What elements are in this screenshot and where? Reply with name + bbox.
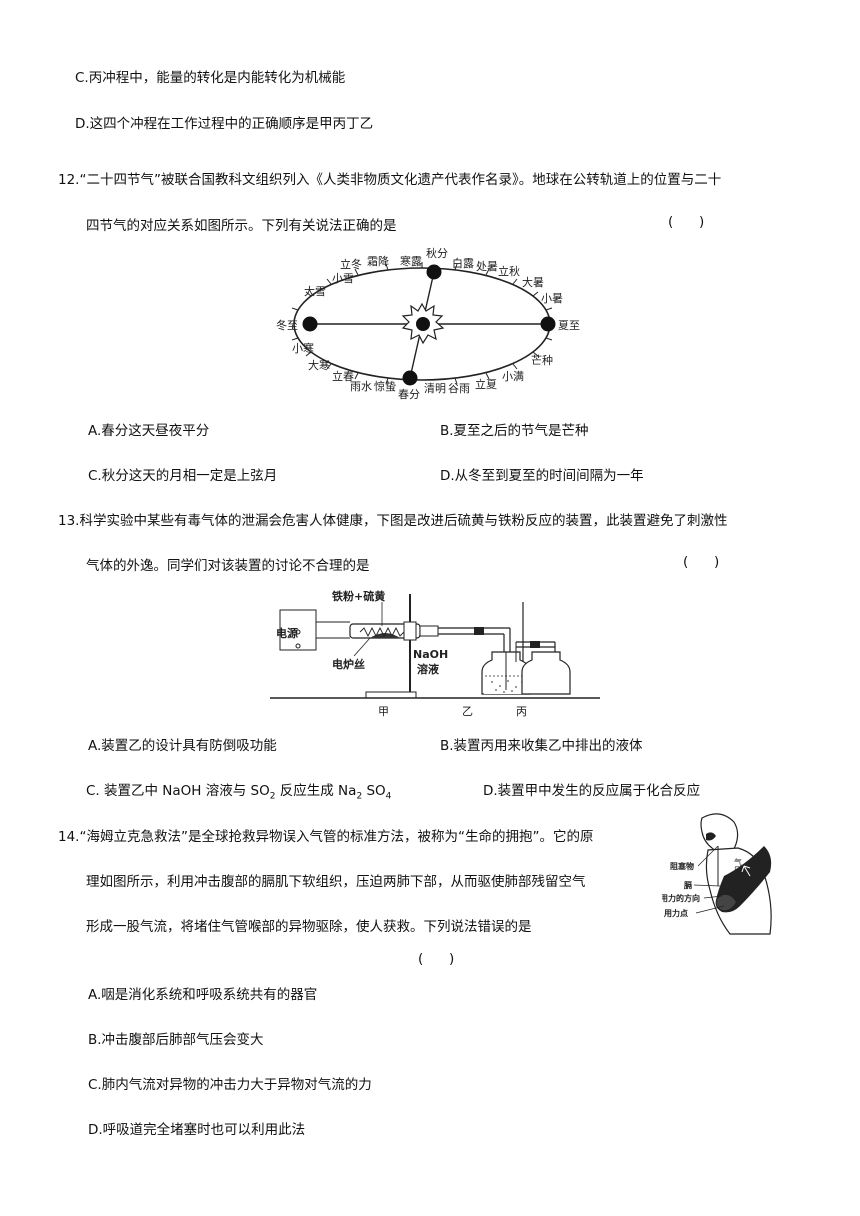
pressure-arrow-icon xyxy=(741,865,751,877)
term-label: 立夏 xyxy=(475,377,497,391)
force-direction-label: 用力的方向 xyxy=(662,893,700,903)
iron-stand-base xyxy=(365,691,417,699)
q11-option-c: C.丙冲程中，能量的转化是内能转化为机械能 xyxy=(75,70,346,86)
term-label: 雨水 xyxy=(350,380,372,393)
term-label: 小雪 xyxy=(332,272,354,285)
blocker-label: 阻塞物 xyxy=(670,861,694,871)
term-label: 清明 xyxy=(424,382,446,395)
term-label: 谷雨 xyxy=(448,382,470,395)
term-label: 白露 xyxy=(452,256,474,270)
term-label: 大雪 xyxy=(304,284,326,298)
label-yi: 乙 xyxy=(462,705,473,718)
q12-stem-line1: 12.“二十四节气”被联合国教科文组织列入《人类非物质文化遗产代表作名录》。地球… xyxy=(58,172,722,188)
q13-answer-blank: ( ) xyxy=(683,554,720,570)
q14-stem-line2: 理如图所示，利用冲击腹部的膈肌下软组织，压迫两肺下部，从而驱使肺部残留空气 xyxy=(86,874,586,890)
pressure-label: 气压 xyxy=(734,857,743,875)
power-circuit-frame xyxy=(279,609,317,651)
term-label: 立冬 xyxy=(340,257,362,271)
q12-option-a: A.春分这天昼夜平分 xyxy=(88,423,210,439)
term-label: 小暑 xyxy=(541,292,563,305)
q12-answer-blank: ( ) xyxy=(668,214,705,230)
q12-option-d: D.从冬至到夏至的时间间隔为一年 xyxy=(440,468,644,484)
q13-apparatus-figure: 电源 铁粉+硫黄 电炉丝 NaOH 溶液 甲 乙 丙 xyxy=(270,589,600,718)
q14-option-d: D.呼吸道完全堵塞时也可以利用此法 xyxy=(88,1122,306,1138)
q13-option-c: C. 装置乙中 NaOH 溶液与 SO2 反应生成 Na2 SO4 xyxy=(86,783,392,802)
term-label: 霜降 xyxy=(367,254,389,268)
q12-option-b: B.夏至之后的节气是芒种 xyxy=(440,423,589,439)
heating-coil xyxy=(359,626,405,638)
term-label: 处暑 xyxy=(476,260,498,273)
earth-autumn-equinox xyxy=(426,264,442,280)
term-label: 惊蛰 xyxy=(374,379,396,393)
q14-stem-line1: 14.“海姆立克急救法”是全球抢救异物误入气管的标准方法，被称为“生命的拥抱”。… xyxy=(58,829,594,845)
orbit-ticks xyxy=(291,262,553,385)
solution-label: 溶液 xyxy=(417,662,440,676)
term-label: 大暑 xyxy=(522,275,544,289)
power-label: 电源 xyxy=(276,626,298,640)
q13-stem-line2: 气体的外逸。同学们对该装置的讨论不合理的是 xyxy=(86,558,370,574)
term-label: 冬至 xyxy=(276,318,298,332)
force-point-label: 用力点 xyxy=(663,908,688,918)
term-label: 小寒 xyxy=(292,341,314,355)
q14-option-c: C.肺内气流对异物的冲击力大于异物对气流的力 xyxy=(88,1077,372,1093)
q13-stem-line1: 13.科学实验中某些有毒气体的泄漏会危害人体健康，下图是改进后硫黄与铁粉反应的装… xyxy=(58,513,728,529)
q12-option-c: C.秋分这天的月相一定是上弦月 xyxy=(88,468,278,484)
term-label: 夏至 xyxy=(558,319,580,332)
term-label: 春分 xyxy=(398,388,420,401)
term-label: 芒种 xyxy=(531,353,553,367)
earth-summer-solstice xyxy=(540,316,556,332)
term-label: 立秋 xyxy=(498,264,520,278)
q11-option-d: D.这四个冲程在工作过程中的正确顺序是甲丙丁乙 xyxy=(75,116,374,132)
q13-option-b: B.装置丙用来收集乙中排出的液体 xyxy=(440,738,643,754)
q12-stem-line2: 四节气的对应关系如图所示。下列有关说法正确的是 xyxy=(86,218,397,234)
q14-answer-blank: ( ) xyxy=(418,951,455,967)
earth-winter-solstice xyxy=(302,316,318,332)
term-label: 秋分 xyxy=(426,246,448,260)
q12-solar-terms-figure: 立冬 霜降 寒露 秋分 白露 处暑 立秋 大暑 小暑 夏至 芒种 小满 立夏 谷… xyxy=(276,246,580,401)
term-label: 立春 xyxy=(332,369,354,383)
term-label: 大寒 xyxy=(308,358,330,372)
term-label: 寒露 xyxy=(400,254,422,268)
iron-sulfur-label: 铁粉+硫黄 xyxy=(332,589,385,603)
naoh-label: NaOH xyxy=(413,648,448,661)
heating-wire-label: 电炉丝 xyxy=(332,657,365,671)
q14-option-b: B.冲击腹部后肺部气压会变大 xyxy=(88,1032,264,1048)
q14-option-a: A.咽是消化系统和呼吸系统共有的器官 xyxy=(88,987,318,1003)
q14-stem-line3: 形成一股气流，将堵住气管喉部的异物驱除，使人获救。下列说法错误的是 xyxy=(86,919,532,935)
q13-option-a: A.装置乙的设计具有防倒吸功能 xyxy=(88,738,277,754)
sun-core xyxy=(416,317,430,331)
label-bing: 丙 xyxy=(516,705,527,718)
label-jia: 甲 xyxy=(378,705,389,718)
q13-option-d: D.装置甲中发生的反应属于化合反应 xyxy=(483,783,701,799)
q14-heimlich-figure: 阻塞物 膈 用力的方向 用力点 气压 xyxy=(662,813,772,935)
earth-spring-equinox xyxy=(402,370,418,386)
term-label: 小满 xyxy=(502,370,524,383)
diaphragm-label: 膈 xyxy=(683,880,692,890)
bottle-bing xyxy=(521,651,571,695)
